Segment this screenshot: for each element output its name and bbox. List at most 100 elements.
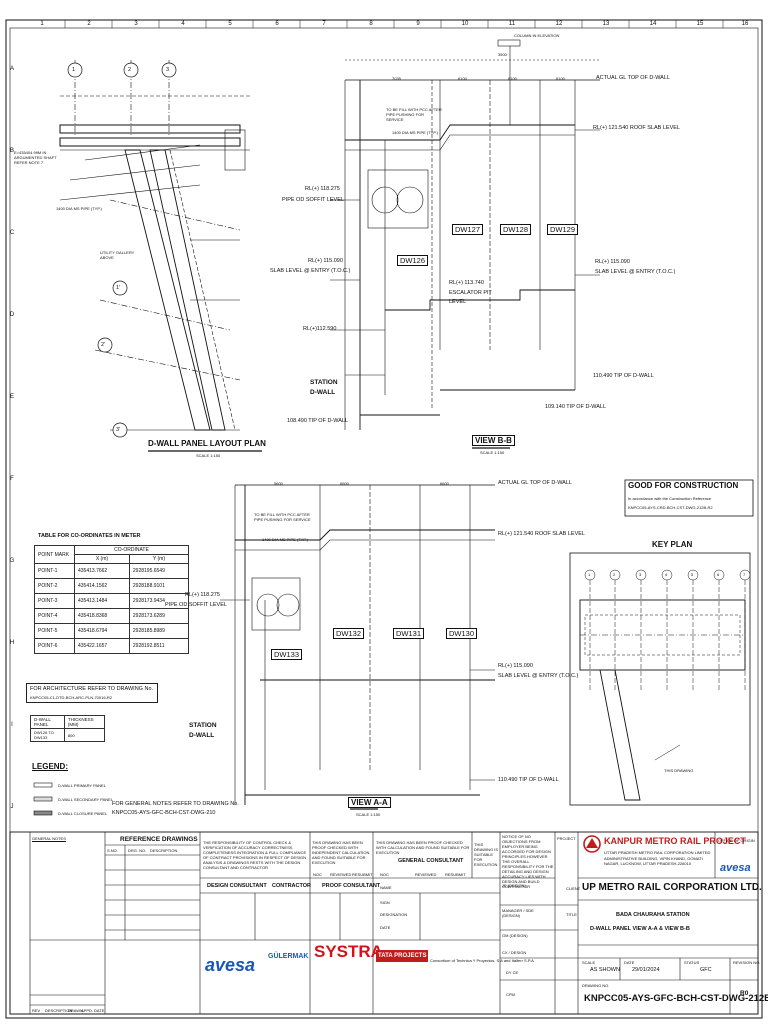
- tb-date-value: 29/01/2024: [632, 967, 660, 973]
- tb-rev-col-appd: APPD.: [81, 1008, 94, 1013]
- aa-actual-gl: ACTUAL GL TOP OF D-WALL: [498, 480, 572, 486]
- bb-pipe-od-2: PIPE OD SOFFIT LEVEL: [282, 197, 344, 203]
- tb-status-label: STATUS: [684, 960, 700, 965]
- bb-slab-right-1: RL(+) 115.090: [595, 259, 630, 265]
- tb-designation-label: DESIGNATION: [380, 912, 408, 917]
- grid-col-6: 6: [275, 21, 279, 27]
- grid-col-1: 1: [40, 21, 44, 27]
- grid-row-j: J: [10, 804, 14, 810]
- aa-station-2: D-WALL: [189, 732, 215, 739]
- grid-col-3: 3: [134, 21, 138, 27]
- tb-rev-col-rev: REV: [32, 1008, 41, 1013]
- aa-tip-110: 110.490 TIP OF D-WALL: [498, 777, 559, 783]
- key-plan-title: KEY PLAN: [652, 540, 693, 549]
- tb-drawing-no-label: DRAWING NO.: [582, 983, 610, 988]
- bb-pipe-fill-note: TO BE FILL WITH PCC AFTER PIPE PUSHING F…: [386, 107, 442, 122]
- plan-bubble-2: 2: [128, 67, 132, 73]
- gfc-box-frame: [624, 479, 754, 517]
- key-plan-this-drawing: THIS DRAWING: [664, 768, 694, 773]
- grid-row-c: C: [9, 230, 15, 236]
- coord-cell: 435422.1657: [74, 638, 130, 654]
- tb-scale-value: AS SHOWN: [590, 967, 620, 973]
- aa-slab-1: RL(+) 115.090: [498, 663, 533, 669]
- tb-scale-label: SCALE: [582, 960, 596, 965]
- tb-contractor: CONTRACTOR: [272, 883, 312, 889]
- tb-proof-consultant: PROOF CONSULTANT: [322, 883, 381, 889]
- kp-bubble-7: 7: [743, 572, 746, 577]
- tb-general-notes: GENERAL NOTES: [32, 836, 66, 841]
- outer-border: [5, 19, 763, 1019]
- grid-col-5: 5: [228, 21, 232, 27]
- gfc-line-1: In accordance with the Construction Refe…: [628, 496, 712, 501]
- tb-role-je: JE (DESIGN): [502, 883, 526, 888]
- plan-linework: [59, 60, 250, 431]
- coord-cell: POINT-5: [34, 623, 75, 639]
- kanpur-logo-mark: [583, 835, 601, 853]
- plan-utility-note: UTILITY GALLERY ABOVE: [100, 250, 135, 260]
- tb-cx-design: CX / DESIGN: [502, 950, 527, 955]
- grid-row-i: I: [11, 722, 13, 728]
- tb-office-of-origin: OFFICE OF ORIGIN: [718, 838, 755, 843]
- thickness-h-thk: THICKNESS (MM): [63, 715, 106, 729]
- arch-ref-line-1: FOR ARCHITECTURE REFER TO DRAWING No.: [30, 686, 154, 692]
- thickness-header-row: D-WALL PANEL THICKNESS (MM): [30, 715, 106, 729]
- aa-pipe-od-1: RL(+) 118.275: [185, 592, 220, 598]
- aa-pipe-od-2: PIPE OD SOFFIT LEVEL: [165, 602, 227, 608]
- view-aa-linework: [220, 484, 495, 805]
- plan-bubble-2p: 2': [101, 342, 106, 348]
- tb-sign-label: SIGN: [380, 900, 390, 905]
- grid-col-16: 16: [741, 21, 749, 27]
- grid-col-10: 10: [461, 21, 469, 27]
- bb-dim-2: 6100: [458, 76, 467, 81]
- grid-col-4: 4: [181, 21, 185, 27]
- arch-ref-box: FOR ARCHITECTURE REFER TO DRAWING No. KN…: [26, 683, 158, 703]
- general-notes-ref-1: FOR GENERAL NOTES REFER TO DRAWING No.: [112, 801, 239, 807]
- tb-design-consultant: DESIGN CONSULTANT: [207, 883, 267, 889]
- grid-col-14: 14: [649, 21, 657, 27]
- plan-bubble-1: 1: [72, 67, 76, 73]
- plan-bubble-3p: 3': [116, 427, 121, 433]
- coord-h-y: Y (m): [128, 554, 190, 564]
- bb-station-1: STATION: [310, 379, 338, 386]
- coord-cell: 2928173.6289: [128, 608, 190, 624]
- bb-slab-left-2: SLAB LEVEL @ ENTRY (T.O.C.): [270, 268, 351, 274]
- grid-col-7: 7: [322, 21, 326, 27]
- bb-roof-slab: RL(+) 121.540 ROOF SLAB LEVEL: [593, 125, 680, 131]
- aa-slab-2: SLAB LEVEL @ ENTRY (T.O.C.): [498, 673, 579, 679]
- coord-cell: POINT-3: [34, 593, 75, 609]
- tpl-logo: TATA PROJECTS: [376, 950, 429, 962]
- tb-date-label2: DATE: [624, 960, 635, 965]
- plan-bubble-3: 3: [166, 67, 170, 73]
- key-plan-bubbles: [584, 569, 751, 581]
- coord-h-point: POINT MARK: [34, 545, 75, 564]
- bb-escalator-2: ESCALATOR PIT: [449, 290, 492, 296]
- thickness-panel-range: DW126 TO DW133: [30, 728, 65, 742]
- inner-border: [9, 27, 759, 1015]
- tb-responsibility-text: THE RESPONSIBILITY OF CONTROL CHECK & VE…: [203, 840, 307, 870]
- bb-scale: SCALE 1:150: [480, 450, 505, 455]
- grid-ticks: [64, 20, 724, 28]
- tb-noc-2: NOC: [380, 872, 389, 877]
- aa-dim-1: 5600: [274, 481, 283, 486]
- bb-escalator-1: RL(+) 113.740: [449, 280, 484, 286]
- coord-cell: 2928192.8511: [128, 638, 190, 654]
- tb-resubmit-2: RESUBMIT: [445, 872, 466, 877]
- plan-title: D-WALL PANEL LAYOUT PLAN: [148, 439, 266, 448]
- tb-ref-col-drg: DRG. NO.: [128, 848, 147, 853]
- kp-bubble-6: 6: [717, 572, 720, 577]
- coord-h-x: X (m): [74, 554, 130, 564]
- thickness-value: 800: [63, 728, 106, 742]
- aa-roof-slab: RL(+) 121.540 ROOF SLAB LEVEL: [498, 531, 585, 537]
- coord-cell: POINT-1: [34, 563, 75, 579]
- aa-dim-2: 6600: [340, 481, 349, 486]
- plan-scale: SCALE 1:150: [196, 453, 221, 458]
- aa-title: VIEW A-A: [348, 797, 391, 808]
- avesa-logo: avesa: [205, 955, 256, 975]
- general-notes-ref-2: KNPCC05-AYS-GFC-BCH-CST-DWG-210: [112, 810, 216, 816]
- tb-ref-col-sno: S.NO.: [107, 848, 118, 853]
- coord-cell: 2928185.8989: [128, 623, 190, 639]
- coord-cell: POINT-6: [34, 638, 75, 654]
